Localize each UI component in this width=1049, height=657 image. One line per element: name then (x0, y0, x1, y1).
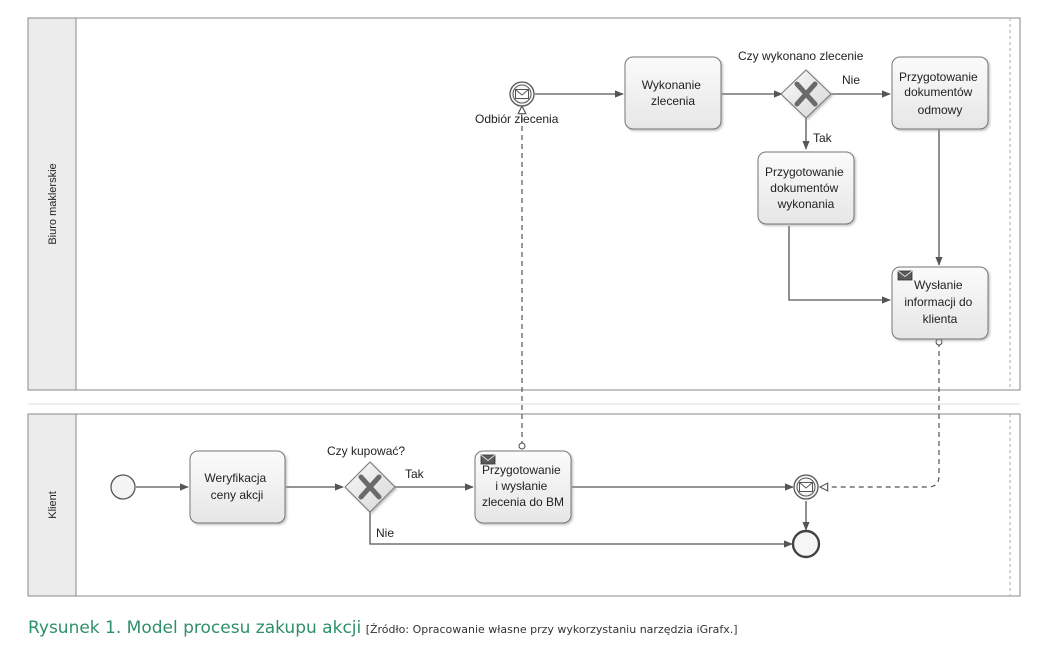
lane-label-biuro: Biuro maklerskie (47, 163, 59, 244)
task-weryfikacja-ceny: Weryfikacja ceny akcji (189, 450, 286, 524)
gateway-czy-wykonano (780, 69, 832, 119)
task-label-line: Przygotowanie (482, 463, 561, 477)
figure-caption: Rysunek 1. Model procesu zakupu akcji [Ź… (28, 618, 738, 638)
envelope-icon (799, 482, 813, 492)
flow-label-tak: Tak (813, 131, 833, 145)
task-label-line: Wykonanie (642, 78, 702, 92)
task-przygotowanie-odmowy: Przygotowanie dokumentów odmowy (891, 56, 989, 130)
task-label-line: Przygotowanie (899, 70, 978, 84)
task-label-line: Przygotowanie (765, 165, 844, 179)
x-exclusive-icon (358, 474, 382, 500)
gateway-label-czy-wykonano: Czy wykonano zlecenie (738, 49, 864, 63)
flow-gateway-nie-bottom (369, 511, 793, 548)
svg-text:Wysłanie informacji do: Wysłanie informacji do klienta (904, 278, 975, 326)
caption-title: Rysunek 1. Model procesu zakupu akcji (28, 618, 362, 638)
task-label-line: i wysłanie (495, 479, 547, 493)
task-label-line: Weryfikacja (204, 471, 266, 485)
task-label-line: wykonania (777, 197, 835, 211)
gateway-czy-kupowac (344, 461, 396, 513)
task-label-line: informacji do (904, 295, 972, 309)
task-przygotowanie-wyslanie-zlecenia: Przygotowanie i wysłanie zlecenia do BM (474, 450, 572, 524)
caption-source: [Źródło: Opracowanie własne przy wykorzy… (365, 623, 738, 636)
task-przygotowanie-dokumentow-wykonania: Przygotowanie dokumentów wykonania (757, 151, 855, 225)
svg-text:Przygotowanie i wysłanie: Przygotowanie i wysłanie zlecenia do BM (482, 463, 564, 509)
lane-label-klient: Klient (47, 491, 59, 519)
svg-text:Przygotowanie dokumentów: Przygotowanie dokumentów odmowy (899, 70, 981, 117)
svg-text:Przygotowanie dokumentów: Przygotowanie dokumentów wykonania (765, 165, 847, 211)
x-exclusive-icon (794, 81, 818, 107)
task-label-line: dokumentów (904, 85, 972, 99)
bpmn-diagram: Biuro maklerskie Klient (27, 17, 1021, 597)
task-wykonanie-zlecenia: Wykonanie zlecenia (624, 56, 722, 130)
event-label-odbior: Odbiór zlecenia (475, 112, 559, 126)
task-label-line: Wysłanie (914, 278, 963, 292)
start-event (110, 474, 136, 500)
envelope-icon (897, 270, 913, 281)
task-label-line: zlecenia do BM (482, 495, 564, 509)
envelope-icon (515, 89, 529, 99)
envelope-icon (480, 454, 496, 465)
task-label-line: ceny akcji (211, 488, 264, 502)
task-label-line: dokumentów (770, 181, 838, 195)
task-wyslanie-informacji: Wysłanie informacji do klienta (891, 266, 989, 340)
task-label-line: odmowy (918, 103, 963, 117)
flow-label-tak: Tak (405, 467, 425, 481)
lane-biuro-maklerskie: Biuro maklerskie (27, 17, 1021, 391)
event-catch-message (793, 474, 819, 500)
event-odbior-zlecenia (509, 81, 535, 107)
flow-wykonania-to-wyslanie (788, 226, 891, 304)
flow-label-nie: Nie (842, 73, 860, 87)
svg-text:Wykonanie zlecenia: Wykonanie zlecenia (642, 78, 705, 108)
flow-label-nie: Nie (376, 526, 394, 540)
task-label-line: klienta (923, 312, 958, 326)
task-label-line: zlecenia (651, 94, 695, 108)
gateway-label-czy-kupowac: Czy kupować? (327, 444, 405, 458)
svg-text:Weryfikacja ceny akcji: Weryfikacja ceny akcji (204, 471, 269, 502)
end-event (791, 529, 821, 559)
